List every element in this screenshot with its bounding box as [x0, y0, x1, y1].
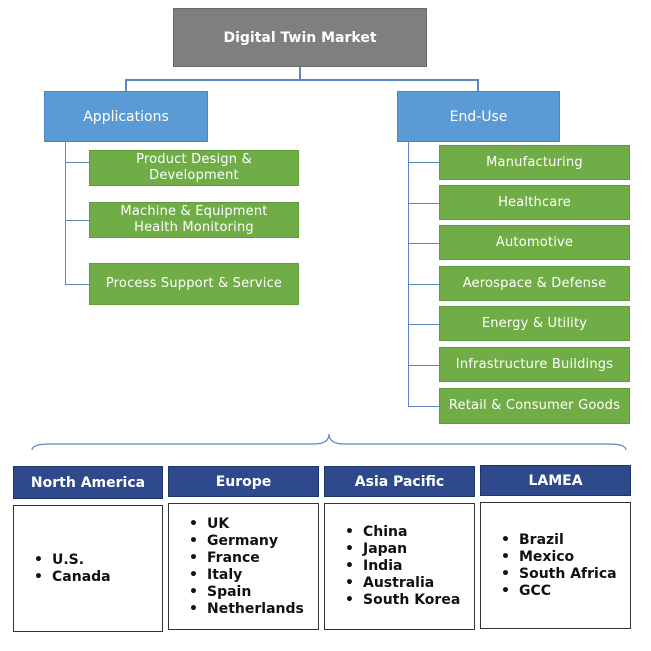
applications-item-label: Process Support & Service — [105, 276, 283, 291]
end-use-branch-1 — [408, 162, 440, 163]
country-item: UK — [189, 516, 304, 533]
applications-item: Process Support & Service — [89, 263, 299, 305]
end-use-item: Energy & Utility — [439, 306, 630, 341]
end-use-item-label: Manufacturing — [486, 154, 583, 170]
connector-root-horizontal — [125, 79, 479, 81]
applications-item: Machine & Equipment Health Monitoring — [89, 202, 299, 238]
end-use-item-label: Infrastructure Buildings — [455, 356, 614, 372]
country-item: Japan — [345, 541, 460, 558]
region-header: North America — [13, 466, 163, 499]
country-list: UK Germany France Italy Spain Netherland… — [169, 516, 304, 618]
country-item: Australia — [345, 575, 460, 592]
connector-to-applications — [125, 79, 127, 92]
region-countries: Brazil Mexico South Africa GCC — [480, 502, 631, 629]
end-use-branch-4 — [408, 284, 440, 285]
country-list: U.S. Canada — [14, 552, 111, 586]
region-countries: UK Germany France Italy Spain Netherland… — [168, 503, 319, 630]
country-item: Canada — [34, 569, 111, 586]
applications-item: Product Design & Development — [89, 150, 299, 186]
end-use-item: Infrastructure Buildings — [439, 347, 630, 382]
end-use-item-label: Energy & Utility — [481, 315, 588, 331]
region-countries: U.S. Canada — [13, 505, 163, 632]
end-use-item-label: Healthcare — [498, 194, 571, 210]
applications-node: Applications — [44, 91, 208, 142]
region-name: Europe — [215, 473, 272, 490]
end-use-item: Healthcare — [439, 185, 630, 220]
country-item: Netherlands — [189, 601, 304, 618]
end-use-item: Retail & Consumer Goods — [439, 388, 630, 424]
end-use-label: End-Use — [449, 108, 508, 125]
root-node: Digital Twin Market — [173, 8, 427, 67]
applications-branch-1 — [65, 162, 90, 163]
end-use-branch-7 — [408, 406, 440, 407]
region-name: Asia Pacific — [354, 473, 445, 490]
applications-item-label: Machine & Equipment Health Monitoring — [120, 204, 268, 235]
country-list: China Japan India Australia South Korea — [325, 524, 460, 609]
country-item: GCC — [501, 583, 617, 600]
connector-root-down — [299, 67, 301, 80]
applications-branch-2 — [65, 220, 90, 221]
end-use-node: End-Use — [397, 91, 560, 142]
end-use-branch-5 — [408, 324, 440, 325]
end-use-item-label: Aerospace & Defense — [462, 275, 607, 291]
end-use-item: Manufacturing — [439, 145, 630, 180]
connector-to-end-use — [477, 79, 479, 92]
country-list: Brazil Mexico South Africa GCC — [481, 532, 617, 600]
root-label: Digital Twin Market — [223, 29, 377, 46]
applications-branch-3 — [65, 284, 90, 285]
end-use-item-label: Retail & Consumer Goods — [448, 398, 621, 413]
end-use-branch-2 — [408, 203, 440, 204]
country-item: India — [345, 558, 460, 575]
end-use-branch-3 — [408, 243, 440, 244]
country-item: South Africa — [501, 566, 617, 583]
applications-label: Applications — [83, 108, 169, 125]
country-item: Mexico — [501, 549, 617, 566]
end-use-item: Aerospace & Defense — [439, 266, 630, 301]
country-item: France — [189, 550, 304, 567]
region-name: North America — [30, 474, 146, 491]
end-use-trunk — [408, 142, 409, 406]
country-item: Italy — [189, 567, 304, 584]
country-item: U.S. — [34, 552, 111, 569]
applications-item-label: Product Design & Development — [136, 152, 252, 183]
region-countries: China Japan India Australia South Korea — [324, 503, 475, 630]
country-item: Spain — [189, 584, 304, 601]
brace-divider — [31, 433, 627, 451]
end-use-item-label: Automotive — [495, 234, 574, 250]
applications-trunk — [65, 142, 66, 285]
country-item: Brazil — [501, 532, 617, 549]
end-use-branch-6 — [408, 365, 440, 366]
region-header: Asia Pacific — [324, 466, 475, 497]
region-header: LAMEA — [480, 465, 631, 496]
region-name: LAMEA — [528, 472, 583, 489]
country-item: China — [345, 524, 460, 541]
country-item: Germany — [189, 533, 304, 550]
region-header: Europe — [168, 466, 319, 497]
end-use-item: Automotive — [439, 225, 630, 260]
country-item: South Korea — [345, 592, 460, 609]
